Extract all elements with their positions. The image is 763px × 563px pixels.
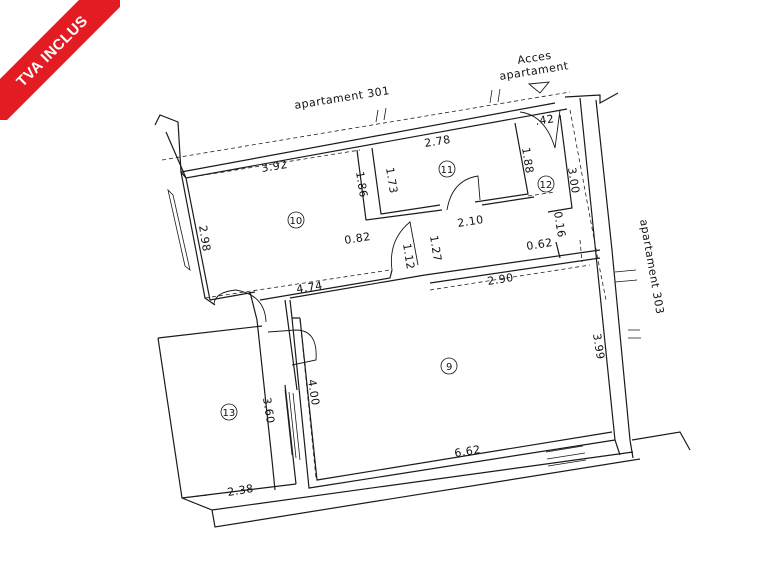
- dim-042: .42: [534, 112, 555, 128]
- room-number-12: 12: [540, 180, 553, 191]
- dim-4-00: 4.00: [305, 378, 322, 406]
- room-number-13: 13: [223, 408, 236, 419]
- doors: [213, 109, 561, 366]
- room-number-9: 9: [446, 362, 452, 373]
- label-acces: Acces: [516, 49, 552, 67]
- dim-1-88: 1.88: [519, 146, 536, 174]
- dim-4-74: 4.74: [295, 279, 323, 296]
- dim-2-78: 2.78: [423, 133, 451, 150]
- dim-3-00: 3.00: [565, 166, 582, 194]
- room-markers: 10 11 12 9 13: [220, 160, 555, 421]
- vat-included-ribbon: TVA INCLUS: [0, 0, 120, 120]
- room-number-11: 11: [441, 165, 454, 176]
- dim-1-86: 1.86: [353, 170, 370, 198]
- ribbon-band: TVA INCLUS: [0, 0, 120, 120]
- entrance-arrow-icon: [527, 81, 551, 94]
- dim-2-90: 2.90: [486, 271, 514, 288]
- dim-1-27: 1.27: [427, 234, 444, 262]
- dim-0-62: 0.62: [525, 236, 553, 253]
- dim-6-62: 6.62: [453, 443, 481, 460]
- dim-2-98: 2.98: [196, 224, 213, 252]
- dim-1-73: 1.73: [383, 166, 400, 194]
- dim-2-10: 2.10: [456, 213, 484, 230]
- dim-0-82: 0.82: [343, 230, 371, 247]
- label-apartament-303: apartament 303: [637, 218, 667, 315]
- dim-3-60: 3.60: [260, 396, 277, 424]
- room-number-10: 10: [290, 216, 303, 227]
- dimension-labels: 3.92 2.78 .42 1.86 1.73 1.88 3.00 2.98 0…: [196, 112, 607, 499]
- dim-0-16: 0.16: [551, 210, 568, 238]
- dim-3-99: 3.99: [590, 332, 607, 360]
- label-apartament-301: apartament 301: [293, 84, 390, 112]
- dim-2-38: 2.38: [226, 482, 254, 499]
- dim-1-12: 1.12: [400, 242, 417, 270]
- walls: [154, 88, 691, 528]
- ribbon-text: TVA INCLUS: [12, 11, 92, 91]
- dim-3-92: 3.92: [260, 158, 288, 175]
